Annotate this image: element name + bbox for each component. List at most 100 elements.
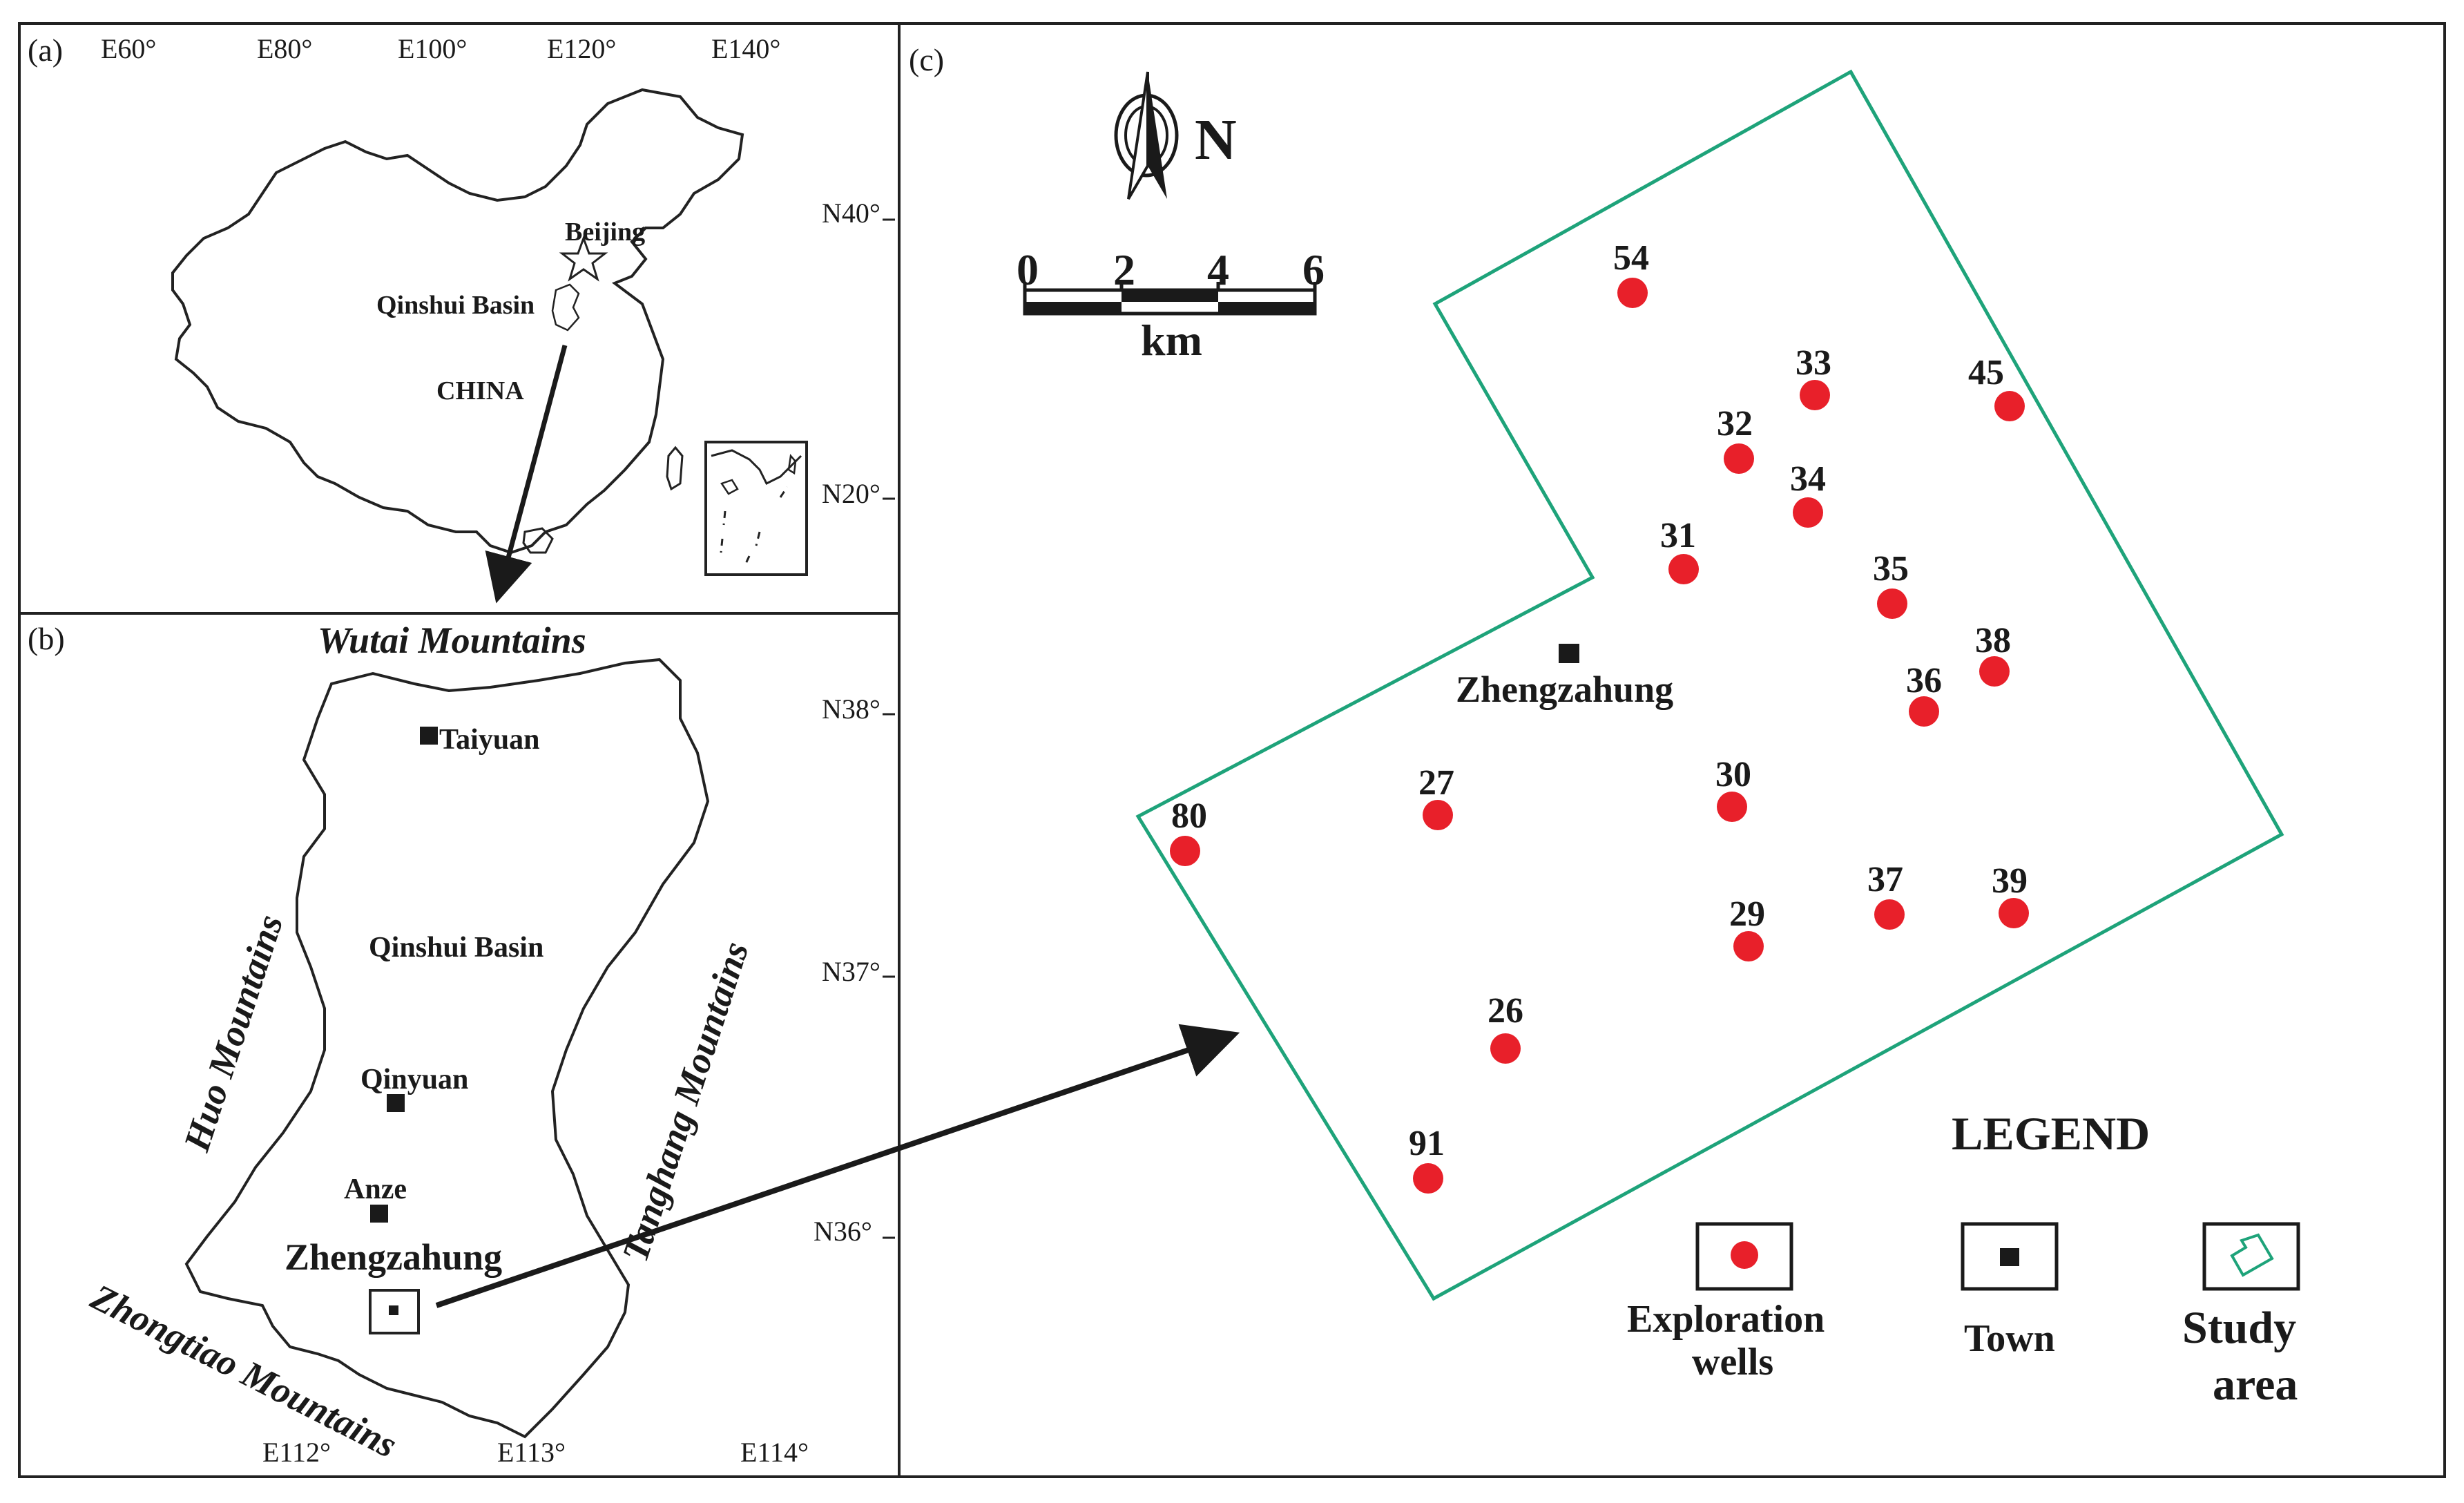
panel-b: (b) N38° N37° N36° E112° E113° E114° Wut… — [28, 620, 1240, 1468]
lon-tick-e60: E60° — [101, 33, 156, 64]
legend: LEGEND Exploration wells Town Study area — [1627, 1107, 2300, 1410]
town-marker-anze — [370, 1205, 388, 1223]
well-35-marker — [1877, 588, 1907, 619]
north-label: N — [1195, 108, 1237, 172]
well-91-marker — [1413, 1163, 1443, 1194]
well-33-label: 33 — [1796, 343, 1831, 383]
well-39-label: 39 — [1992, 861, 2028, 901]
china-outline — [171, 88, 744, 555]
legend-wells-label-2: wells — [1692, 1341, 1773, 1384]
north-arrow-icon — [1114, 71, 1179, 200]
well-31-marker — [1668, 554, 1699, 584]
arrow-b-to-c — [435, 1024, 1240, 1308]
well-38-label: 38 — [1975, 621, 2011, 660]
well-36-label: 36 — [1906, 661, 1942, 700]
well-54-marker — [1617, 278, 1648, 308]
legend-town-icon — [2000, 1248, 2019, 1266]
well-31-label: 31 — [1660, 516, 1696, 555]
town-marker-taiyuan — [420, 727, 438, 745]
huo-mountains-label: Huo Mountains — [175, 910, 291, 1157]
qinshui-basin-label-a: Qinshui Basin — [376, 291, 535, 320]
zhengzahung-label-b: Zhengzahung — [285, 1236, 502, 1278]
panel-c: (c) N 0 2 4 6 km Zhengzahung — [909, 42, 2300, 1410]
scale-tick-6: 6 — [1302, 245, 1325, 294]
legend-wells-label-1: Exploration — [1627, 1298, 1825, 1341]
well-80-label: 80 — [1171, 796, 1207, 836]
beijing-star-icon — [559, 235, 608, 282]
lat-tick-n40: N40° — [822, 198, 880, 229]
town-marker-qinyuan — [387, 1094, 405, 1112]
panel-b-label: (b) — [28, 621, 65, 656]
well-91-label: 91 — [1409, 1124, 1445, 1163]
scale-tick-2: 2 — [1113, 245, 1135, 294]
well-34-marker — [1793, 497, 1823, 528]
inset-coastline — [711, 449, 802, 486]
well-38-marker — [1979, 656, 2010, 687]
well-30-label: 30 — [1715, 755, 1751, 794]
qinshui-basin-label-b: Qinshui Basin — [369, 932, 543, 964]
well-37-marker — [1874, 899, 1905, 930]
legend-well-icon — [1731, 1241, 1758, 1269]
town-marker-zhengzahung-c — [1559, 644, 1579, 663]
legend-study-area-box — [2202, 1222, 2300, 1291]
tanghang-mountains-label: Tanghang Mountains — [614, 937, 756, 1267]
well-27-marker — [1423, 800, 1453, 830]
well-34-label: 34 — [1790, 459, 1826, 499]
well-29-marker — [1733, 931, 1764, 961]
well-30-marker — [1717, 792, 1747, 822]
well-26-label: 26 — [1488, 991, 1523, 1031]
well-29-label: 29 — [1729, 894, 1765, 934]
well-37-label: 37 — [1867, 860, 1903, 899]
panel-a-label: (a) — [28, 32, 63, 68]
anze-label: Anze — [344, 1174, 407, 1205]
well-32-label: 32 — [1717, 404, 1753, 443]
study-area-polygon — [1135, 69, 2284, 1301]
zhengzahung-label-c: Zhengzahung — [1456, 669, 1673, 710]
town-marker-zhengzahung-b — [389, 1305, 398, 1315]
china-label: CHINA — [436, 376, 524, 405]
lon-tick-e112: E112° — [262, 1437, 331, 1468]
well-32-marker — [1724, 443, 1754, 474]
well-36-marker — [1909, 696, 1939, 727]
qinshui-basin-outline — [184, 658, 710, 1439]
lon-tick-e100: E100° — [398, 33, 467, 64]
lon-tick-e114: E114° — [740, 1437, 809, 1468]
legend-title: LEGEND — [1952, 1107, 2150, 1160]
lat-tick-n37: N37° — [822, 956, 880, 987]
outer-frame — [18, 22, 2446, 1478]
arrow-a-to-b — [485, 345, 568, 604]
scale-bar — [1023, 282, 1317, 316]
exploration-wells: 54 33 45 32 34 31 35 38 36 27 30 80 37 — [1170, 238, 2029, 1194]
well-80-marker — [1170, 836, 1200, 866]
lat-tick-n20: N20° — [822, 478, 880, 509]
legend-study-area-icon — [2230, 1233, 2274, 1277]
scale-tick-0: 0 — [1017, 245, 1039, 294]
lon-tick-e140: E140° — [711, 33, 780, 64]
inset-island — [720, 479, 739, 495]
well-27-label: 27 — [1418, 763, 1454, 803]
lat-tick-n38: N38° — [822, 693, 880, 725]
inset-taiwan — [787, 454, 797, 475]
hainan-island — [522, 527, 554, 554]
well-33-marker — [1800, 380, 1830, 410]
well-35-label: 35 — [1873, 549, 1909, 588]
south-china-sea-inset — [704, 441, 808, 576]
legend-study-area-label-1: Study — [2182, 1303, 2296, 1353]
lon-tick-e120: E120° — [547, 33, 616, 64]
taiyuan-label: Taiyuan — [439, 724, 540, 756]
qinyuan-label: Qinyuan — [360, 1064, 468, 1095]
scale-unit: km — [1141, 316, 1202, 365]
beijing-label: Beijing — [565, 218, 645, 247]
well-39-marker — [1999, 898, 2029, 928]
well-54-label: 54 — [1613, 238, 1649, 278]
taiwan-island — [666, 446, 684, 491]
lon-tick-e113: E113° — [497, 1437, 566, 1468]
well-45-label: 45 — [1968, 353, 2004, 392]
wutai-mountains-label: Wutai Mountains — [318, 620, 586, 661]
panel-c-label: (c) — [909, 42, 944, 77]
lon-tick-e80: E80° — [257, 33, 312, 64]
well-45-marker — [1994, 391, 2025, 421]
well-26-marker — [1490, 1033, 1521, 1064]
